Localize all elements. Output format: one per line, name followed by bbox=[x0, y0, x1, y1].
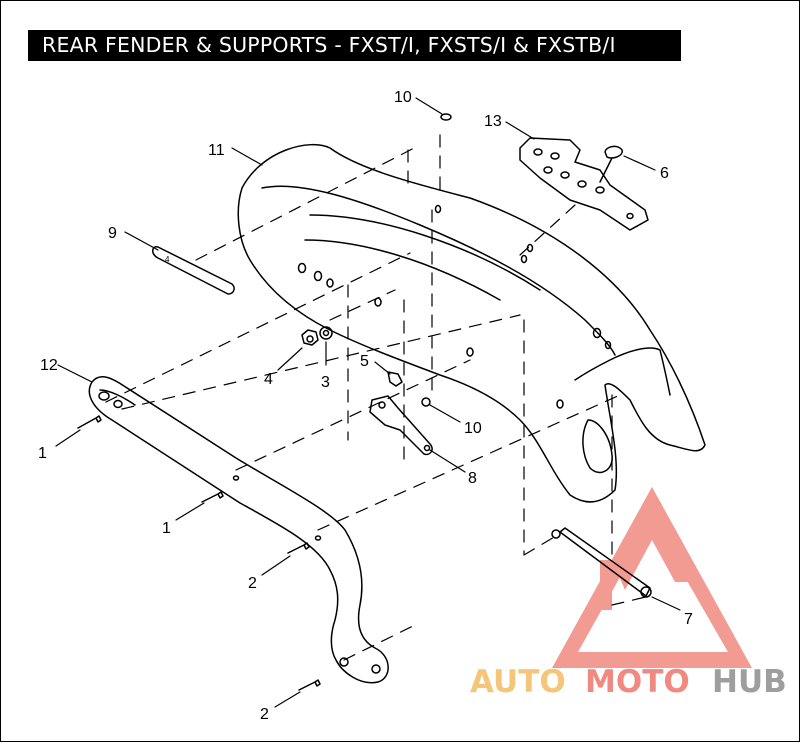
callout-9: 9 bbox=[108, 225, 117, 242]
page-title: REAR FENDER & SUPPORTS - FXST/I, FXSTS/I… bbox=[42, 33, 616, 57]
callout-2a: 2 bbox=[248, 575, 257, 592]
callout-10b: 10 bbox=[464, 420, 482, 437]
bracket-plate bbox=[519, 137, 649, 231]
hardware-parts bbox=[77, 113, 652, 691]
callout-7: 7 bbox=[684, 611, 693, 628]
callout-3: 3 bbox=[321, 374, 330, 391]
watermark-logo bbox=[552, 487, 752, 668]
callout-8: 8 bbox=[468, 470, 477, 487]
callout-13: 13 bbox=[484, 113, 502, 130]
callout-6: 6 bbox=[660, 165, 669, 182]
title-bar: REAR FENDER & SUPPORTS - FXST/I, FXSTS/I… bbox=[28, 30, 681, 61]
callout-1a: 1 bbox=[38, 445, 47, 462]
callout-5: 5 bbox=[360, 353, 369, 370]
callout-10a: 10 bbox=[394, 89, 412, 106]
rear-fender bbox=[237, 144, 706, 503]
watermark-moto: MOTO bbox=[585, 664, 690, 700]
watermark-text: AUTO MOTO HUB bbox=[470, 664, 787, 700]
assembly-lines bbox=[105, 134, 651, 661]
callout-11: 11 bbox=[208, 142, 225, 159]
watermark-auto: AUTO bbox=[470, 664, 566, 700]
watermark-hub: HUB bbox=[712, 664, 787, 700]
callout-labels: 1 1 2 2 3 4 5 6 7 8 9 10 10 11 12 13 bbox=[38, 89, 693, 723]
reflector-strip: 4 bbox=[152, 245, 235, 295]
leader-lines bbox=[55, 97, 681, 708]
callout-12: 12 bbox=[40, 357, 58, 374]
callout-4: 4 bbox=[264, 371, 273, 388]
callout-2b: 2 bbox=[260, 706, 269, 723]
svg-text:4: 4 bbox=[165, 255, 170, 264]
support-rail bbox=[88, 376, 389, 684]
callout-1b: 1 bbox=[162, 520, 171, 537]
